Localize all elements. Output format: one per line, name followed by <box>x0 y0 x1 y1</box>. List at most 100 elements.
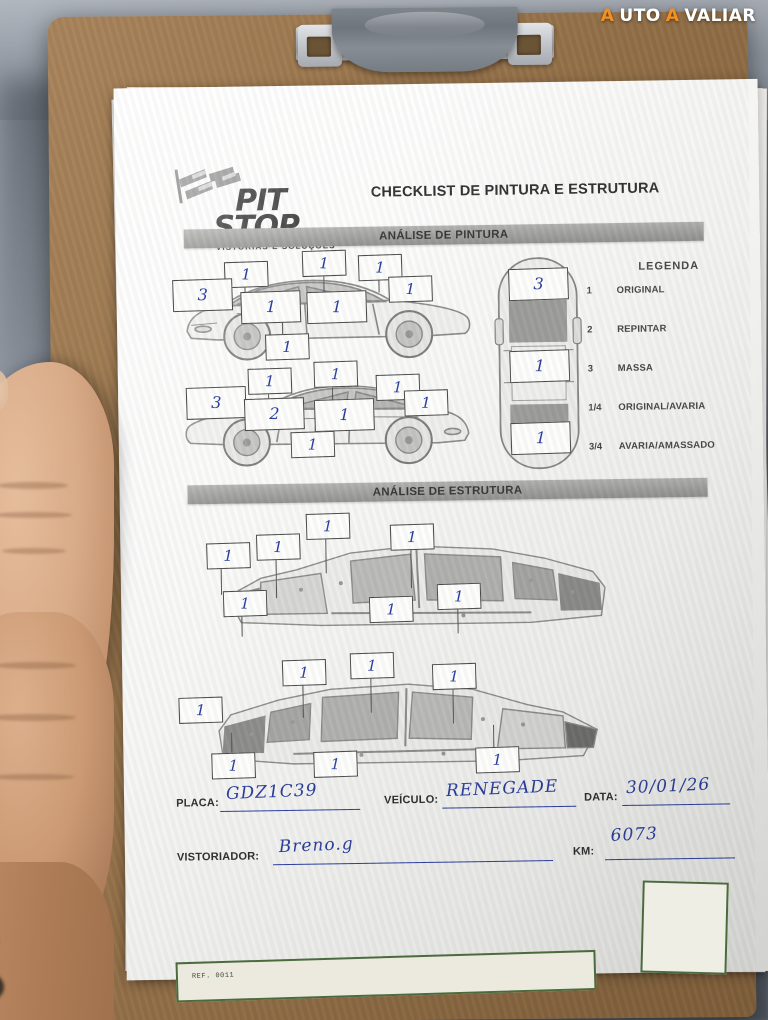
paint-mark-box[interactable]: 1 <box>264 333 310 361</box>
skin-crease <box>0 662 76 669</box>
watermark-text-auto: UTO <box>619 6 661 26</box>
clipboard: REF. 0011 <box>47 6 768 1020</box>
vistoriador-label: VISTORIADOR: <box>176 850 260 864</box>
structure-mark-box[interactable]: 1 <box>349 652 395 680</box>
vistoriador-value[interactable]: Breno.g <box>278 833 355 858</box>
paint-mark-box[interactable]: 1 <box>240 290 302 325</box>
logo-text-pit: PIT <box>234 182 287 219</box>
paint-mark-box[interactable]: 1 <box>223 260 269 289</box>
form-row-2: VISTORIADOR: Breno.g KM: 6073 <box>176 824 738 879</box>
legend-item: 3/4 AVARIA/AMASSADO <box>589 439 754 453</box>
leader-line <box>302 681 304 718</box>
skin-crease <box>0 774 74 780</box>
structure-mark-box[interactable]: 1 <box>475 746 520 774</box>
leader-line <box>493 724 495 753</box>
skin-crease <box>2 548 66 554</box>
forearm-tattoo <box>0 907 104 1020</box>
structure-mark-box[interactable]: 1 <box>281 659 327 687</box>
section-header-paint: ANÁLISE DE PINTURA <box>183 221 704 249</box>
paint-mark-box[interactable]: 1 <box>403 389 449 417</box>
data-label: DATA: <box>584 791 618 804</box>
section-header-structure: ANÁLISE DE ESTRUTURA <box>187 477 708 505</box>
structure-mark-box[interactable]: 1 <box>255 533 301 561</box>
placa-underline <box>220 808 361 812</box>
clip-slot <box>516 34 541 55</box>
structure-mark-box[interactable]: 1 <box>211 752 256 780</box>
paint-mark-box[interactable]: 1 <box>290 430 336 459</box>
legend-item: 1/4 ORIGINAL/AVARIA <box>588 400 753 414</box>
green-bordered-document-secondary <box>640 880 729 975</box>
structure-mark-box[interactable]: 1 <box>368 595 414 624</box>
structure-mark-box[interactable]: 1 <box>305 512 351 541</box>
page-title: CHECKLIST DE PINTURA E ESTRUTURA <box>370 180 660 201</box>
leader-line <box>331 377 334 406</box>
legend-code: 1/4 <box>588 402 602 414</box>
paint-mark-box[interactable]: 1 <box>357 253 403 282</box>
watermark-a-icon: A <box>600 6 615 26</box>
thumbnail <box>0 368 8 414</box>
legend-label: ORIGINAL <box>616 284 665 297</box>
forearm <box>0 862 114 1020</box>
car-side-view-left-diagram <box>176 255 478 369</box>
structure-mark-box[interactable]: 1 <box>206 542 251 570</box>
clip-lever[interactable] <box>331 6 519 73</box>
legend-label: AVARIA/AMASSADO <box>618 439 716 453</box>
structure-mark-box[interactable]: 1 <box>313 750 358 778</box>
leader-line <box>275 558 278 599</box>
paint-mark-box[interactable]: 1 <box>313 398 375 433</box>
paint-mark-box[interactable]: 1 <box>510 421 572 456</box>
data-underline <box>622 803 731 807</box>
car-side-view-right-diagram <box>178 361 480 477</box>
paint-mark-box[interactable]: 1 <box>306 290 368 325</box>
form-row-1: PLACA: GDZ1C39 VEÍCULO: RENEGADE DATA: 3… <box>176 775 737 825</box>
clip-slot <box>306 36 331 57</box>
skin-crease <box>0 714 76 721</box>
leader-line <box>241 610 243 637</box>
structure-mark-box[interactable]: 1 <box>178 696 224 724</box>
paint-mark-box[interactable]: 1 <box>247 367 293 395</box>
clipboard-clip <box>295 6 555 95</box>
paint-mark-box[interactable]: 1 <box>313 360 359 388</box>
km-underline <box>605 857 736 861</box>
placa-value[interactable]: GDZ1C39 <box>225 780 318 805</box>
watermark-a-icon-2: A <box>665 6 680 26</box>
paint-mark-box[interactable]: 2 <box>243 397 305 432</box>
legend-item: 1 ORIGINAL <box>587 283 752 296</box>
structure-mark-box[interactable]: 1 <box>222 589 268 618</box>
skin-crease <box>0 482 68 489</box>
veiculo-underline <box>442 805 577 809</box>
leader-line <box>452 683 454 724</box>
veiculo-value[interactable]: RENEGADE <box>445 776 559 802</box>
structure-mark-box[interactable]: 1 <box>389 523 435 551</box>
leader-line <box>325 537 327 574</box>
paint-mark-box[interactable]: 3 <box>185 386 247 420</box>
legend-item: 3 MASSA <box>588 361 753 375</box>
skin-crease <box>0 512 72 518</box>
structure-mark-box[interactable]: 1 <box>436 582 482 611</box>
car-overhead-diagram <box>492 254 585 473</box>
paint-mark-box[interactable]: 1 <box>301 249 347 278</box>
leader-line <box>231 732 233 757</box>
structure-mark-box[interactable]: 1 <box>431 662 477 691</box>
legend-label: MASSA <box>617 362 654 375</box>
leader-line <box>323 271 325 294</box>
paint-mark-box[interactable]: 3 <box>172 278 234 313</box>
leader-line <box>282 321 284 341</box>
form-fields: PLACA: GDZ1C39 VEÍCULO: RENEGADE DATA: 3… <box>176 775 738 879</box>
km-value[interactable]: 6073 <box>610 823 659 846</box>
checklist-form-sheet: PIT STOP VISTORIAS E SOLUÇÕES CHECKLIST … <box>113 78 768 981</box>
logo-tagline: VISTORIAS E SOLUÇÕES <box>215 240 336 252</box>
paint-mark-box[interactable]: 3 <box>507 267 569 302</box>
placa-label: PLACA: <box>176 796 219 810</box>
paint-mark-box[interactable]: 1 <box>375 373 421 401</box>
vistoriador-underline <box>273 860 554 866</box>
paint-mark-box[interactable]: 1 <box>388 275 433 303</box>
leader-line <box>457 603 459 634</box>
paper-stack-sheet <box>125 87 767 973</box>
legend-code: 1 <box>586 285 592 297</box>
data-value[interactable]: 30/01/26 <box>625 774 711 799</box>
km-label: KM: <box>572 845 595 858</box>
leader-line <box>378 276 380 293</box>
paint-mark-box[interactable]: 1 <box>509 349 571 384</box>
